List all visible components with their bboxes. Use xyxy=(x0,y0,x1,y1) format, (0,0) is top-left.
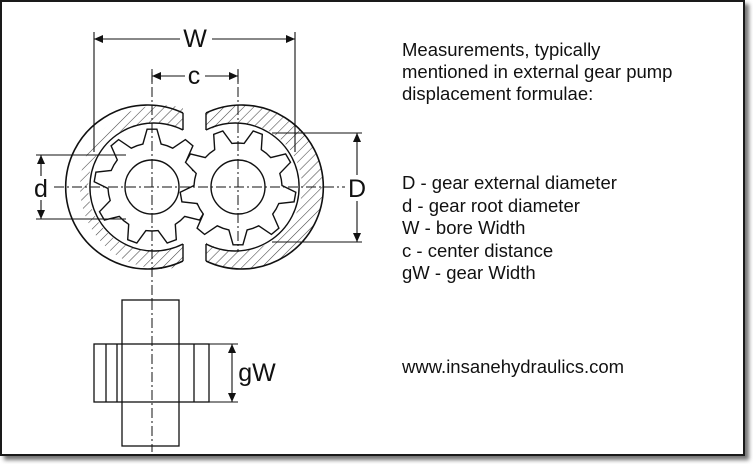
heading-line: mentioned in external gear pump xyxy=(402,61,673,82)
label-gW: gW xyxy=(238,359,276,387)
label-D: D xyxy=(348,175,366,203)
label-W: W xyxy=(183,25,207,53)
legend-list: D - gear external diameter d - gear root… xyxy=(402,172,617,285)
legend-item-gW: gW - gear Width xyxy=(402,262,536,283)
label-d: d xyxy=(34,175,48,203)
description-heading: Measurements, typically mentioned in ext… xyxy=(402,39,672,105)
legend-item-D: D - gear external diameter xyxy=(402,172,617,193)
dimension-gW xyxy=(209,343,238,403)
figure-frame: W c d D xyxy=(0,0,745,456)
heading-line: displacement formulae: xyxy=(402,83,594,104)
gear-side-view xyxy=(93,299,210,452)
label-c: c xyxy=(188,62,201,90)
gear-pump-diagram: W c d D xyxy=(32,24,369,452)
legend-item-c: c - center distance xyxy=(402,239,554,261)
heading-line: Measurements, typically xyxy=(402,39,601,60)
legend-item-d: d - gear root diameter xyxy=(402,194,580,216)
website-url: www.insanehydraulics.com xyxy=(402,356,625,377)
legend-item-W: W - bore Width xyxy=(402,217,526,238)
